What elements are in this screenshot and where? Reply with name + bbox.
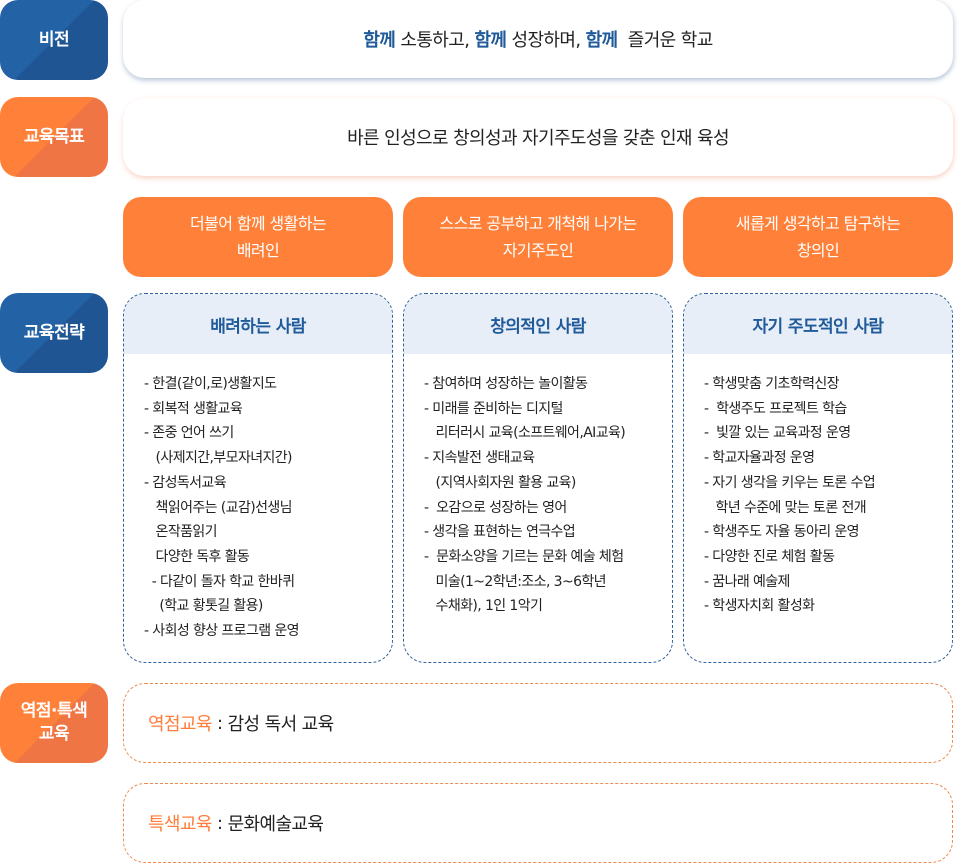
- vision-highlight: 함께: [474, 30, 507, 51]
- list-item: - 빛깔 있는 교육과정 운영: [704, 425, 851, 442]
- special-badge: 역점·특색 교육: [0, 683, 108, 763]
- strategy-item-list: - 참여하며 성장하는 놀이활동 - 미래를 준비하는 디지털 리터러시 교육(…: [404, 354, 672, 619]
- list-item: - 학생주도 프로젝트 학습: [704, 400, 847, 417]
- special-badge-line1: 역점·특색: [20, 701, 88, 722]
- list-item: - 한결(같이,로)생활지도: [144, 376, 277, 392]
- vision-statement: 함께 소통하고, 함께 성장하며, 함께 즐거운 학교: [123, 0, 953, 78]
- list-item: - 꿈나래 예술제: [704, 573, 790, 590]
- list-item: - 학생주도 자율 동아리 운영: [704, 524, 860, 541]
- list-item: 리터러시 교육(소프트웨어,AI교육): [424, 425, 626, 442]
- list-item: - 참여하며 성장하는 놀이활동: [424, 376, 588, 392]
- vision-text: 소통하고,: [395, 30, 475, 51]
- separator: :: [211, 812, 228, 834]
- list-item: - 회복적 생활교육: [144, 400, 243, 417]
- person-card-considerate: 더불어 함께 생활하는 배려인: [123, 197, 393, 277]
- list-item: - 오감으로 성장하는 영어: [424, 499, 567, 516]
- focus-education-box: 역점교육 : 감성 독서 교육: [123, 683, 953, 763]
- strategy-badge: 교육전략: [0, 293, 108, 373]
- list-item: - 생각을 표현하는 연극수업: [424, 524, 576, 541]
- strategy-column-title: 배려하는 사람: [124, 294, 392, 354]
- list-item: - 다양한 진로 체험 활동: [704, 548, 835, 565]
- goal-statement: 바른 인성으로 창의성과 자기주도성을 갖춘 인재 육성: [123, 98, 953, 176]
- strategy-item-list: - 학생맞춤 기초학력신장 - 학생주도 프로젝트 학습 - 빛깔 있는 교육과…: [684, 354, 952, 619]
- distinctive-education-label: 특색교육: [148, 814, 212, 835]
- distinctive-education-text: 문화예술교육: [227, 814, 324, 835]
- list-item: 책읽어주는 (교감)선생님: [144, 499, 293, 516]
- person-line2: 자기주도인: [502, 241, 574, 260]
- list-item: 미술(1~2학년:조소, 3~6학년: [424, 573, 607, 590]
- list-item: - 자기 생각을 키우는 토론 수업: [704, 474, 876, 491]
- strategy-column-title: 창의적인 사람: [404, 294, 672, 354]
- vision-text: 성장하며,: [506, 30, 586, 51]
- vision-badge: 비전: [0, 0, 108, 80]
- special-badge-line2: 교육: [38, 724, 70, 744]
- person-line1: 스스로 공부하고 개척해 나가는: [439, 214, 637, 233]
- list-item: - 감성독서교육: [144, 474, 227, 491]
- list-item: - 학교자율과정 운영: [704, 450, 815, 467]
- person-line2: 배려인: [236, 241, 280, 260]
- person-line2: 창의인: [796, 241, 840, 260]
- list-item: - 문화소양을 기르는 문화 예술 체험: [424, 548, 624, 565]
- separator: :: [211, 712, 228, 734]
- vision-highlight: 함께: [585, 30, 619, 51]
- list-item: (사제지간,부모자녀지간): [144, 450, 293, 467]
- person-line1: 더불어 함께 생활하는: [189, 214, 327, 233]
- list-item: 학년 수준에 맞는 토론 전개: [704, 499, 867, 516]
- distinctive-education-box: 특색교육 : 문화예술교육: [123, 783, 953, 863]
- list-item: - 학생맞춤 기초학력신장: [704, 376, 840, 392]
- list-item: 온작품읽기: [144, 524, 218, 541]
- person-card-self-directed: 스스로 공부하고 개척해 나가는 자기주도인: [403, 197, 673, 277]
- vision-highlight: 함께: [363, 30, 396, 51]
- strategy-column-considerate: 배려하는 사람 - 한결(같이,로)생활지도 - 회복적 생활교육 - 존중 언…: [123, 293, 393, 663]
- list-item: (지역사회자원 활용 교육): [424, 474, 577, 491]
- list-item: - 지속발전 생태교육: [424, 450, 535, 467]
- strategy-item-list: - 한결(같이,로)생활지도 - 회복적 생활교육 - 존중 언어 쓰기 (사제…: [124, 354, 392, 644]
- strategy-column-self-directed: 자기 주도적인 사람 - 학생맞춤 기초학력신장 - 학생주도 프로젝트 학습 …: [683, 293, 953, 663]
- strategy-column-title: 자기 주도적인 사람: [684, 294, 952, 354]
- list-item: - 존중 언어 쓰기: [144, 425, 234, 442]
- list-item: - 사회성 향상 프로그램 운영: [144, 623, 300, 640]
- focus-education-label: 역점교육: [148, 714, 212, 735]
- person-card-creative: 새롭게 생각하고 탐구하는 창의인: [683, 197, 953, 277]
- list-item: 수채화), 1인 1악기: [424, 598, 543, 615]
- list-item: - 미래를 준비하는 디지털: [424, 400, 563, 417]
- goal-badge: 교육목표: [0, 97, 108, 177]
- list-item: (학교 황톳길 활용): [144, 598, 263, 615]
- list-item: - 다같이 돌자 학교 한바퀴: [144, 573, 295, 590]
- person-line1: 새롭게 생각하고 탐구하는: [735, 214, 901, 233]
- vision-text: 즐거운 학교: [617, 30, 714, 51]
- list-item: - 학생자치회 활성화: [704, 598, 815, 615]
- strategy-column-creative: 창의적인 사람 - 참여하며 성장하는 놀이활동 - 미래를 준비하는 디지털 …: [403, 293, 673, 663]
- goal-text: 바른 인성으로 창의성과 자기주도성을 갖춘 인재 육성: [347, 128, 729, 149]
- focus-education-text: 감성 독서 교육: [227, 714, 335, 735]
- list-item: 다양한 독후 활동: [144, 548, 250, 565]
